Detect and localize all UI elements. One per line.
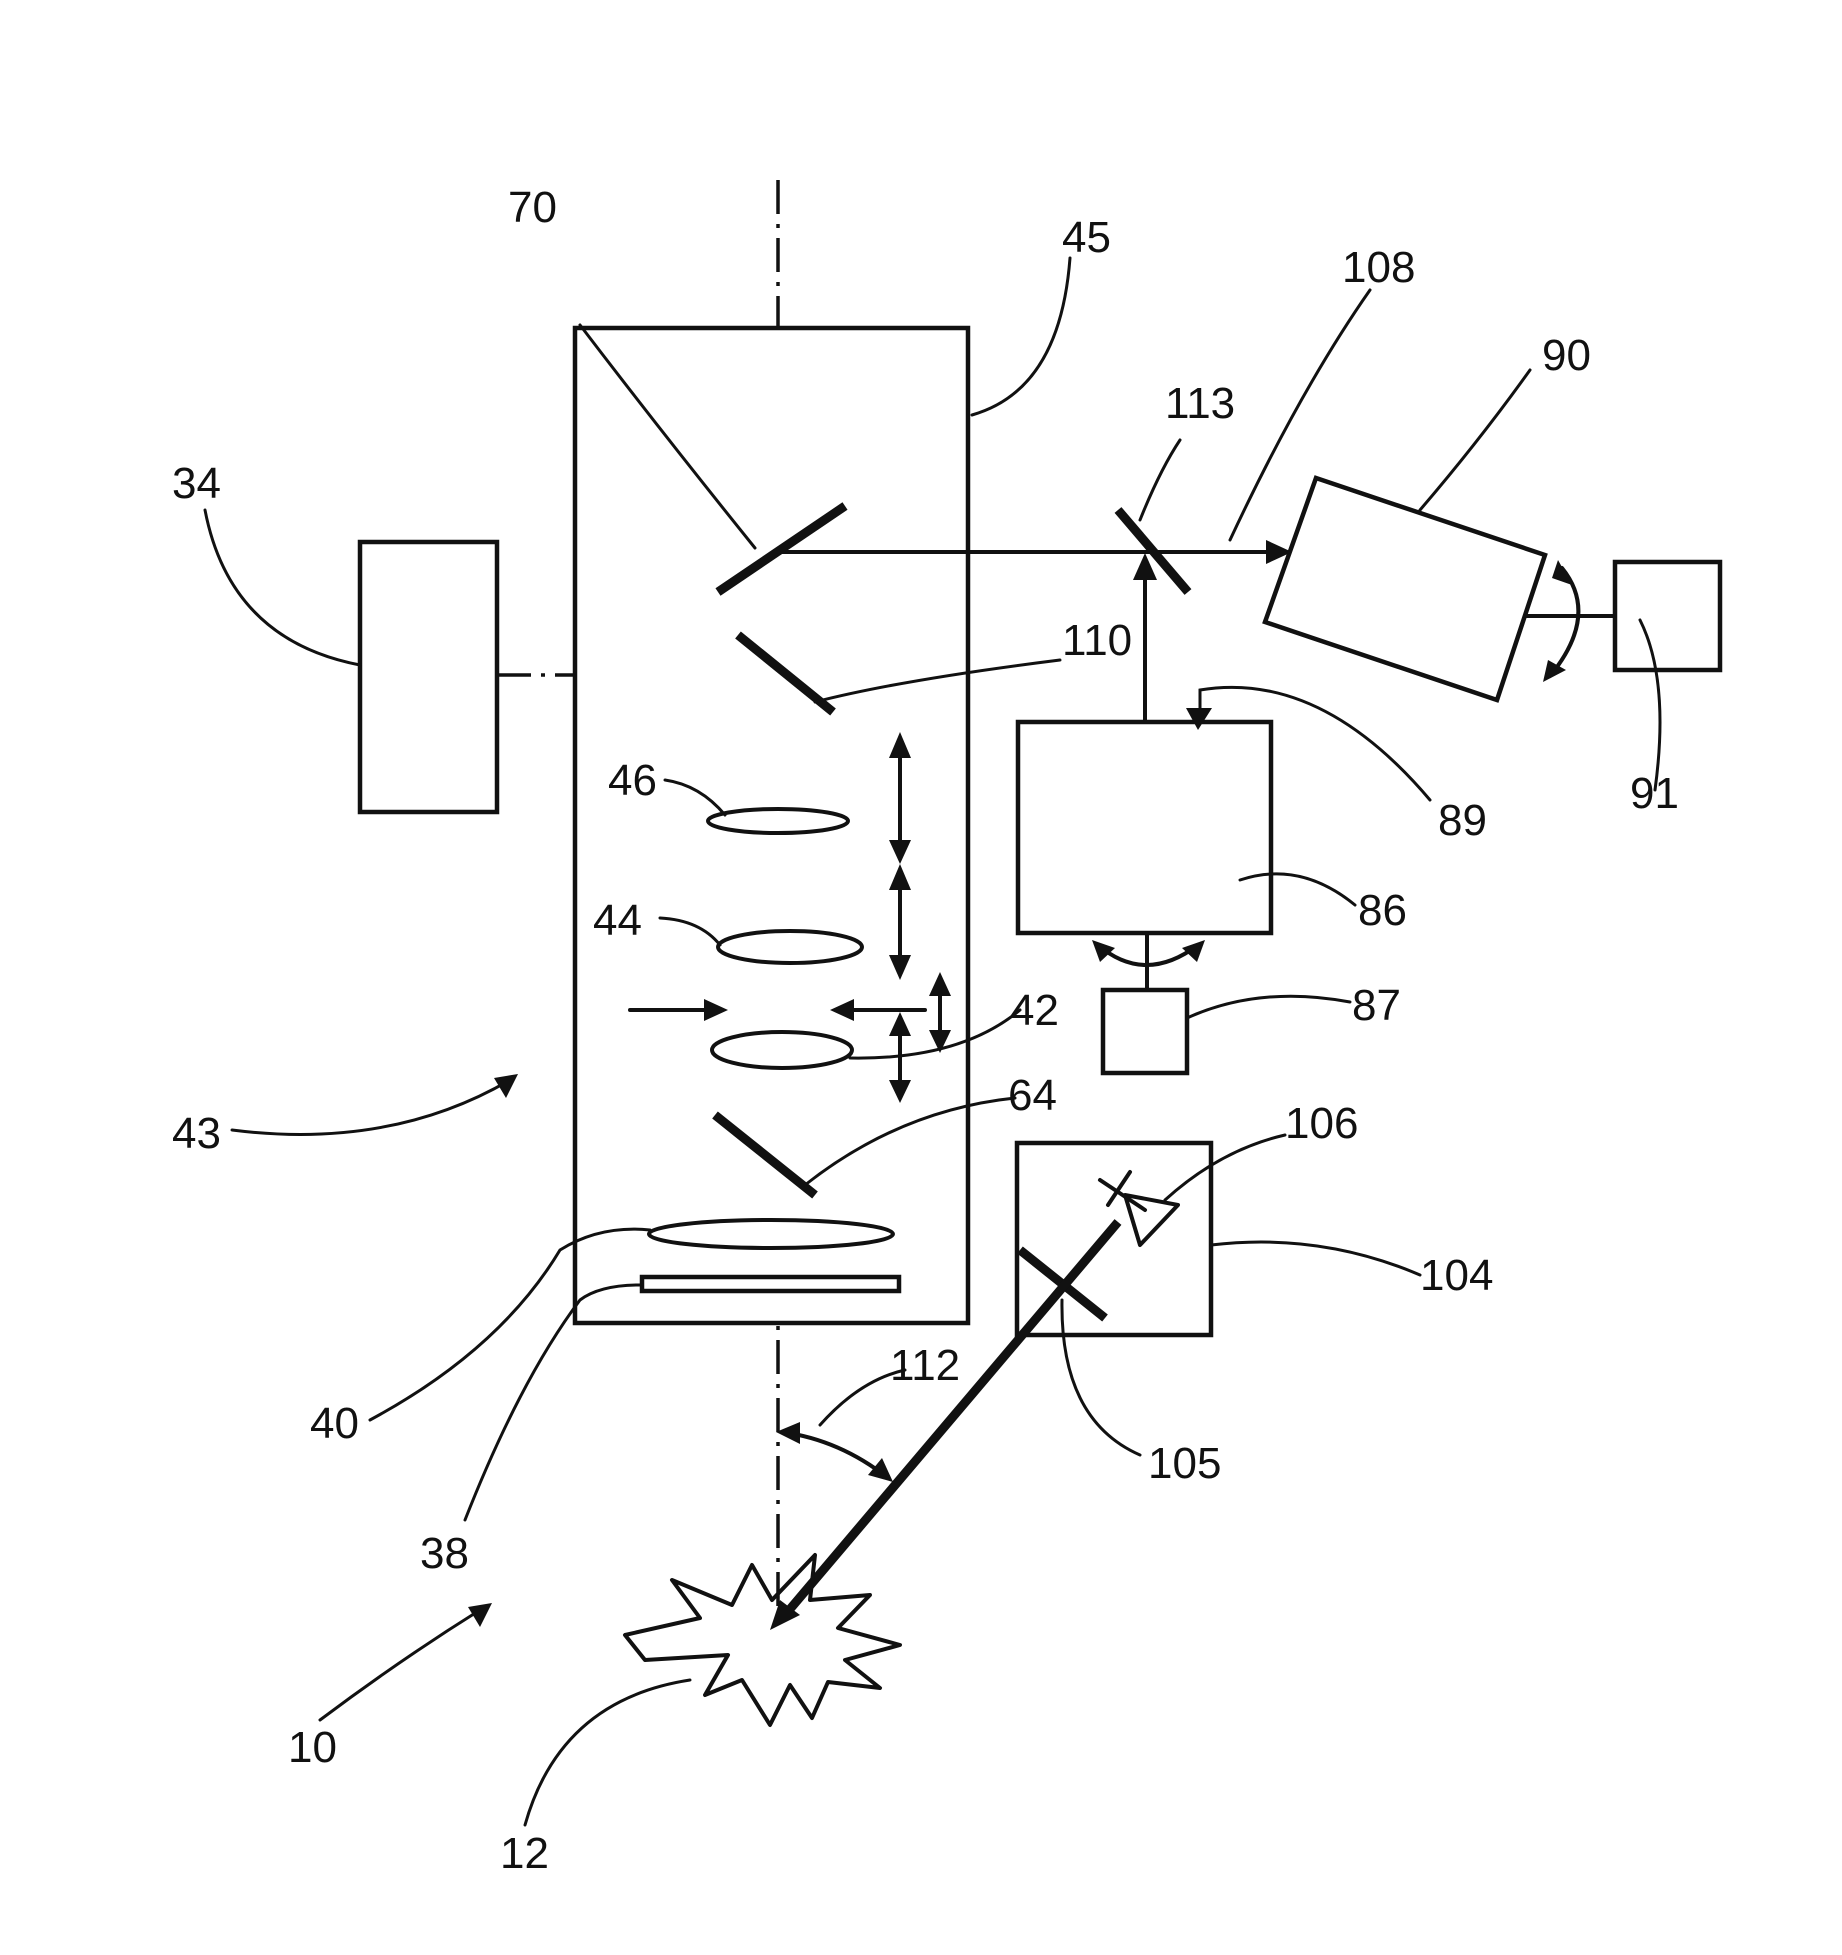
label-105: 105 <box>1148 1439 1221 1488</box>
target-12 <box>625 1555 900 1725</box>
lens-42 <box>712 1032 852 1068</box>
leader-34 <box>205 510 360 665</box>
box-34 <box>360 542 497 812</box>
label-43: 43 <box>172 1109 221 1158</box>
leader-45 <box>972 258 1070 415</box>
label-112: 112 <box>890 1341 960 1390</box>
label-64: 64 <box>1008 1071 1057 1120</box>
rotation-arrowhead-90-top <box>1552 560 1572 585</box>
label-44: 44 <box>593 896 642 945</box>
lens-44 <box>718 931 862 963</box>
rotation-arrowhead-86-left <box>1092 940 1115 962</box>
label-70: 70 <box>508 183 557 232</box>
label-38: 38 <box>420 1529 469 1578</box>
label-104: 104 <box>1420 1251 1493 1300</box>
leader-104 <box>1211 1242 1420 1275</box>
angle-arc-112-head-right <box>868 1458 893 1482</box>
leader-12 <box>525 1680 690 1825</box>
label-106: 106 <box>1285 1099 1358 1148</box>
label-10: 10 <box>288 1723 337 1772</box>
label-87: 87 <box>1352 981 1401 1030</box>
label-40: 40 <box>310 1399 359 1448</box>
label-12: 12 <box>500 1829 549 1878</box>
leader-87 <box>1187 996 1350 1018</box>
lens-40 <box>649 1220 893 1248</box>
label-91: 91 <box>1630 769 1679 818</box>
camera-90 <box>1265 478 1545 700</box>
label-45: 45 <box>1062 213 1111 262</box>
leader-10 <box>320 1610 480 1720</box>
label-42: 42 <box>1010 986 1059 1035</box>
label-113: 113 <box>1165 379 1235 428</box>
label-108: 108 <box>1342 243 1415 292</box>
leader-113 <box>1140 440 1180 520</box>
box-91 <box>1615 562 1720 670</box>
label-90: 90 <box>1542 331 1591 380</box>
rotation-arrowhead-86-right <box>1182 940 1205 962</box>
rotation-arrowhead-90-bottom <box>1543 660 1566 682</box>
label-34: 34 <box>172 459 221 508</box>
box-87 <box>1103 990 1187 1073</box>
label-89: 89 <box>1438 796 1487 845</box>
label-86: 86 <box>1358 886 1407 935</box>
label-110: 110 <box>1062 616 1132 665</box>
leader-43 <box>232 1080 510 1134</box>
rotation-arrow-90 <box>1550 568 1578 676</box>
lens-46 <box>708 809 848 833</box>
plate-38 <box>642 1277 899 1291</box>
label-46: 46 <box>608 756 657 805</box>
leader-90 <box>1420 370 1530 510</box>
box-86 <box>1018 722 1271 933</box>
